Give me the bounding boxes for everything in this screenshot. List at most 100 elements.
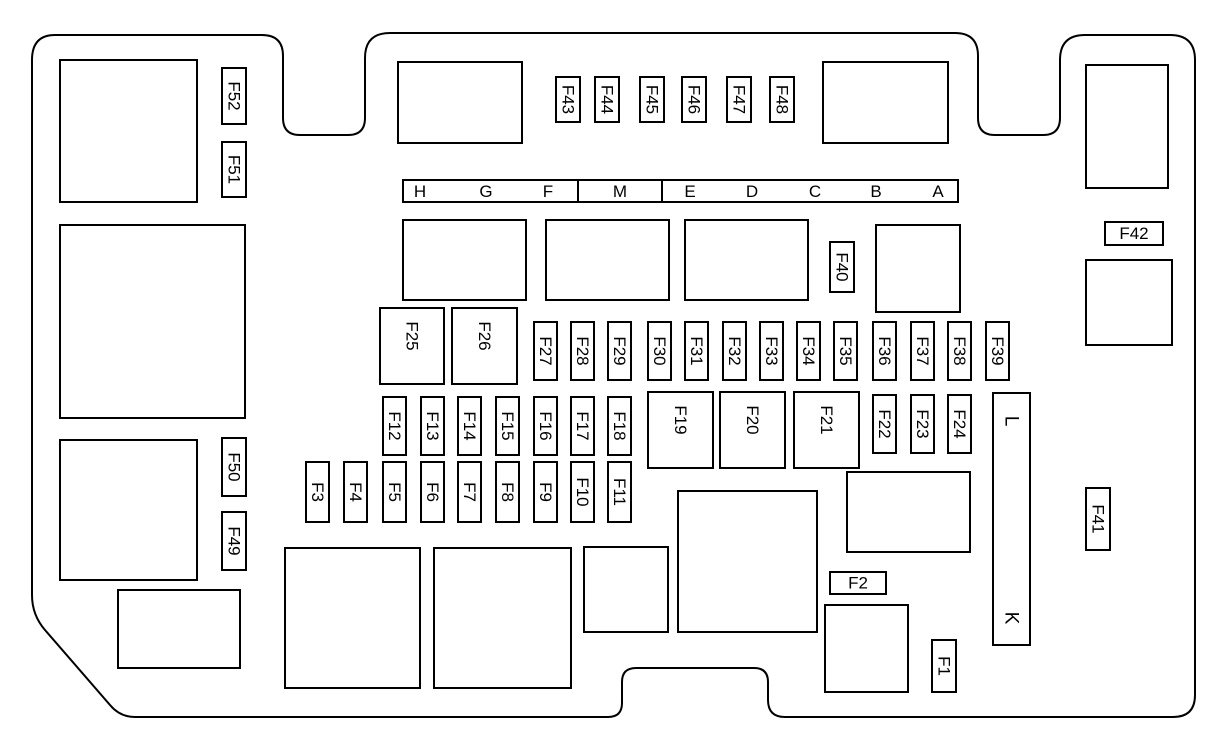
fuse-label: F28: [573, 336, 592, 365]
fuse-f39[interactable]: F39: [985, 321, 1010, 381]
fuse-body: [457, 461, 482, 523]
fuse-f31[interactable]: F31: [684, 321, 709, 381]
relay-block: [583, 546, 669, 633]
fuse-f3[interactable]: F3: [305, 461, 330, 523]
fuse-f9[interactable]: F9: [533, 461, 558, 523]
fuse-f49[interactable]: F49: [221, 511, 247, 571]
fuse-f35[interactable]: F35: [833, 321, 858, 381]
fuse-f46[interactable]: F46: [681, 76, 707, 123]
fuse-body: [457, 396, 482, 456]
fuse-f14[interactable]: F14: [457, 396, 482, 456]
fuse-label: F50: [225, 452, 244, 481]
fuse-body: [1104, 221, 1164, 246]
fuse-body: [594, 76, 620, 123]
fuse-label: F9: [536, 482, 555, 502]
fuse-f6[interactable]: F6: [420, 461, 445, 523]
fuse-f44[interactable]: F44: [594, 76, 620, 123]
relay-block: [59, 59, 198, 203]
fuse-f52[interactable]: F52: [221, 67, 247, 125]
fuse-f12[interactable]: F12: [382, 396, 407, 456]
fuse-body: [420, 461, 445, 523]
fuse-f19[interactable]: F19: [647, 391, 714, 469]
fuse-f29[interactable]: F29: [607, 321, 632, 381]
fuse-f13[interactable]: F13: [420, 396, 445, 456]
fuse-f21[interactable]: F21: [793, 391, 860, 469]
fuse-f17[interactable]: F17: [570, 396, 595, 456]
fuse-f2[interactable]: F2: [829, 571, 887, 595]
fuse-f5[interactable]: F5: [382, 461, 407, 523]
relay-block: [545, 219, 670, 301]
fuse-label: F14: [460, 411, 479, 440]
fuse-f43[interactable]: F43: [555, 76, 581, 123]
fuse-body: [910, 321, 935, 381]
fuse-f51[interactable]: F51: [221, 141, 247, 198]
fuse-body: [910, 394, 935, 454]
fuse-f34[interactable]: F34: [796, 321, 821, 381]
fuse-f38[interactable]: F38: [947, 321, 972, 381]
fuse-f30[interactable]: F30: [647, 321, 672, 381]
fuse-f50[interactable]: F50: [221, 437, 247, 497]
fuse-label: F45: [643, 85, 662, 114]
relay-block: [824, 604, 909, 693]
fuse-f47[interactable]: F47: [726, 76, 752, 123]
side-strip-letter-k: K: [1001, 612, 1022, 625]
fuse-body: [1085, 487, 1111, 551]
relay-block: [1085, 64, 1169, 189]
fuse-body: [221, 67, 247, 125]
fuse-f42[interactable]: F42: [1104, 221, 1164, 246]
fuse-label: F35: [836, 336, 855, 365]
fuse-body: [833, 321, 858, 381]
fuse-f24[interactable]: F24: [947, 394, 972, 454]
fuse-body: [719, 391, 786, 469]
fuse-f26[interactable]: F26: [451, 307, 518, 385]
fuse-body: [947, 321, 972, 381]
fuse-label: F49: [225, 526, 244, 555]
fuse-label: F23: [913, 409, 932, 438]
relay-block: [397, 61, 523, 144]
fuse-label: F1: [935, 656, 954, 676]
fuse-label: F52: [225, 81, 244, 110]
fuse-f36[interactable]: F36: [872, 321, 897, 381]
fuse-f45[interactable]: F45: [639, 76, 665, 123]
fuse-body: [726, 76, 752, 123]
fuse-body: [872, 321, 897, 381]
fuse-f23[interactable]: F23: [910, 394, 935, 454]
fuse-f15[interactable]: F15: [495, 396, 520, 456]
fuse-f48[interactable]: F48: [769, 76, 795, 123]
fuse-label: F24: [950, 409, 969, 438]
fuse-f28[interactable]: F28: [570, 321, 595, 381]
fuse-body: [570, 461, 595, 523]
fuse-f18[interactable]: F18: [607, 396, 632, 456]
fuse-body: [985, 321, 1010, 381]
relay-block: [1085, 259, 1173, 346]
fuse-f11[interactable]: F11: [607, 461, 632, 523]
fuse-f4[interactable]: F4: [343, 461, 368, 523]
fuse-label: F40: [833, 252, 852, 281]
fuse-label: F11: [610, 478, 629, 506]
fuse-f27[interactable]: F27: [533, 321, 558, 381]
fuse-f16[interactable]: F16: [533, 396, 558, 456]
relay-block: [822, 61, 949, 144]
fuse-label: F3: [308, 482, 327, 502]
fuse-body: [829, 241, 855, 293]
fuse-f20[interactable]: F20: [719, 391, 786, 469]
fuse-f32[interactable]: F32: [722, 321, 747, 381]
fuse-f25[interactable]: F25: [379, 307, 445, 385]
fuse-f8[interactable]: F8: [495, 461, 520, 523]
connector-letter-e: E: [684, 182, 695, 201]
fuse-f41[interactable]: F41: [1085, 487, 1111, 551]
fuse-body: [684, 321, 709, 381]
fuse-f22[interactable]: F22: [872, 394, 897, 454]
fuse-f1[interactable]: F1: [931, 639, 957, 693]
fuse-body: [639, 76, 665, 123]
fuse-f10[interactable]: F10: [570, 461, 595, 523]
fuse-label: F15: [498, 411, 517, 440]
fuse-f33[interactable]: F33: [759, 321, 784, 381]
fuse-f7[interactable]: F7: [457, 461, 482, 523]
fuse-f40[interactable]: F40: [829, 241, 855, 293]
connector-letter-f: F: [543, 182, 553, 201]
connector-letter-a: A: [932, 182, 944, 201]
fuse-body: [607, 321, 632, 381]
fuse-label: F12: [385, 411, 404, 440]
fuse-f37[interactable]: F37: [910, 321, 935, 381]
